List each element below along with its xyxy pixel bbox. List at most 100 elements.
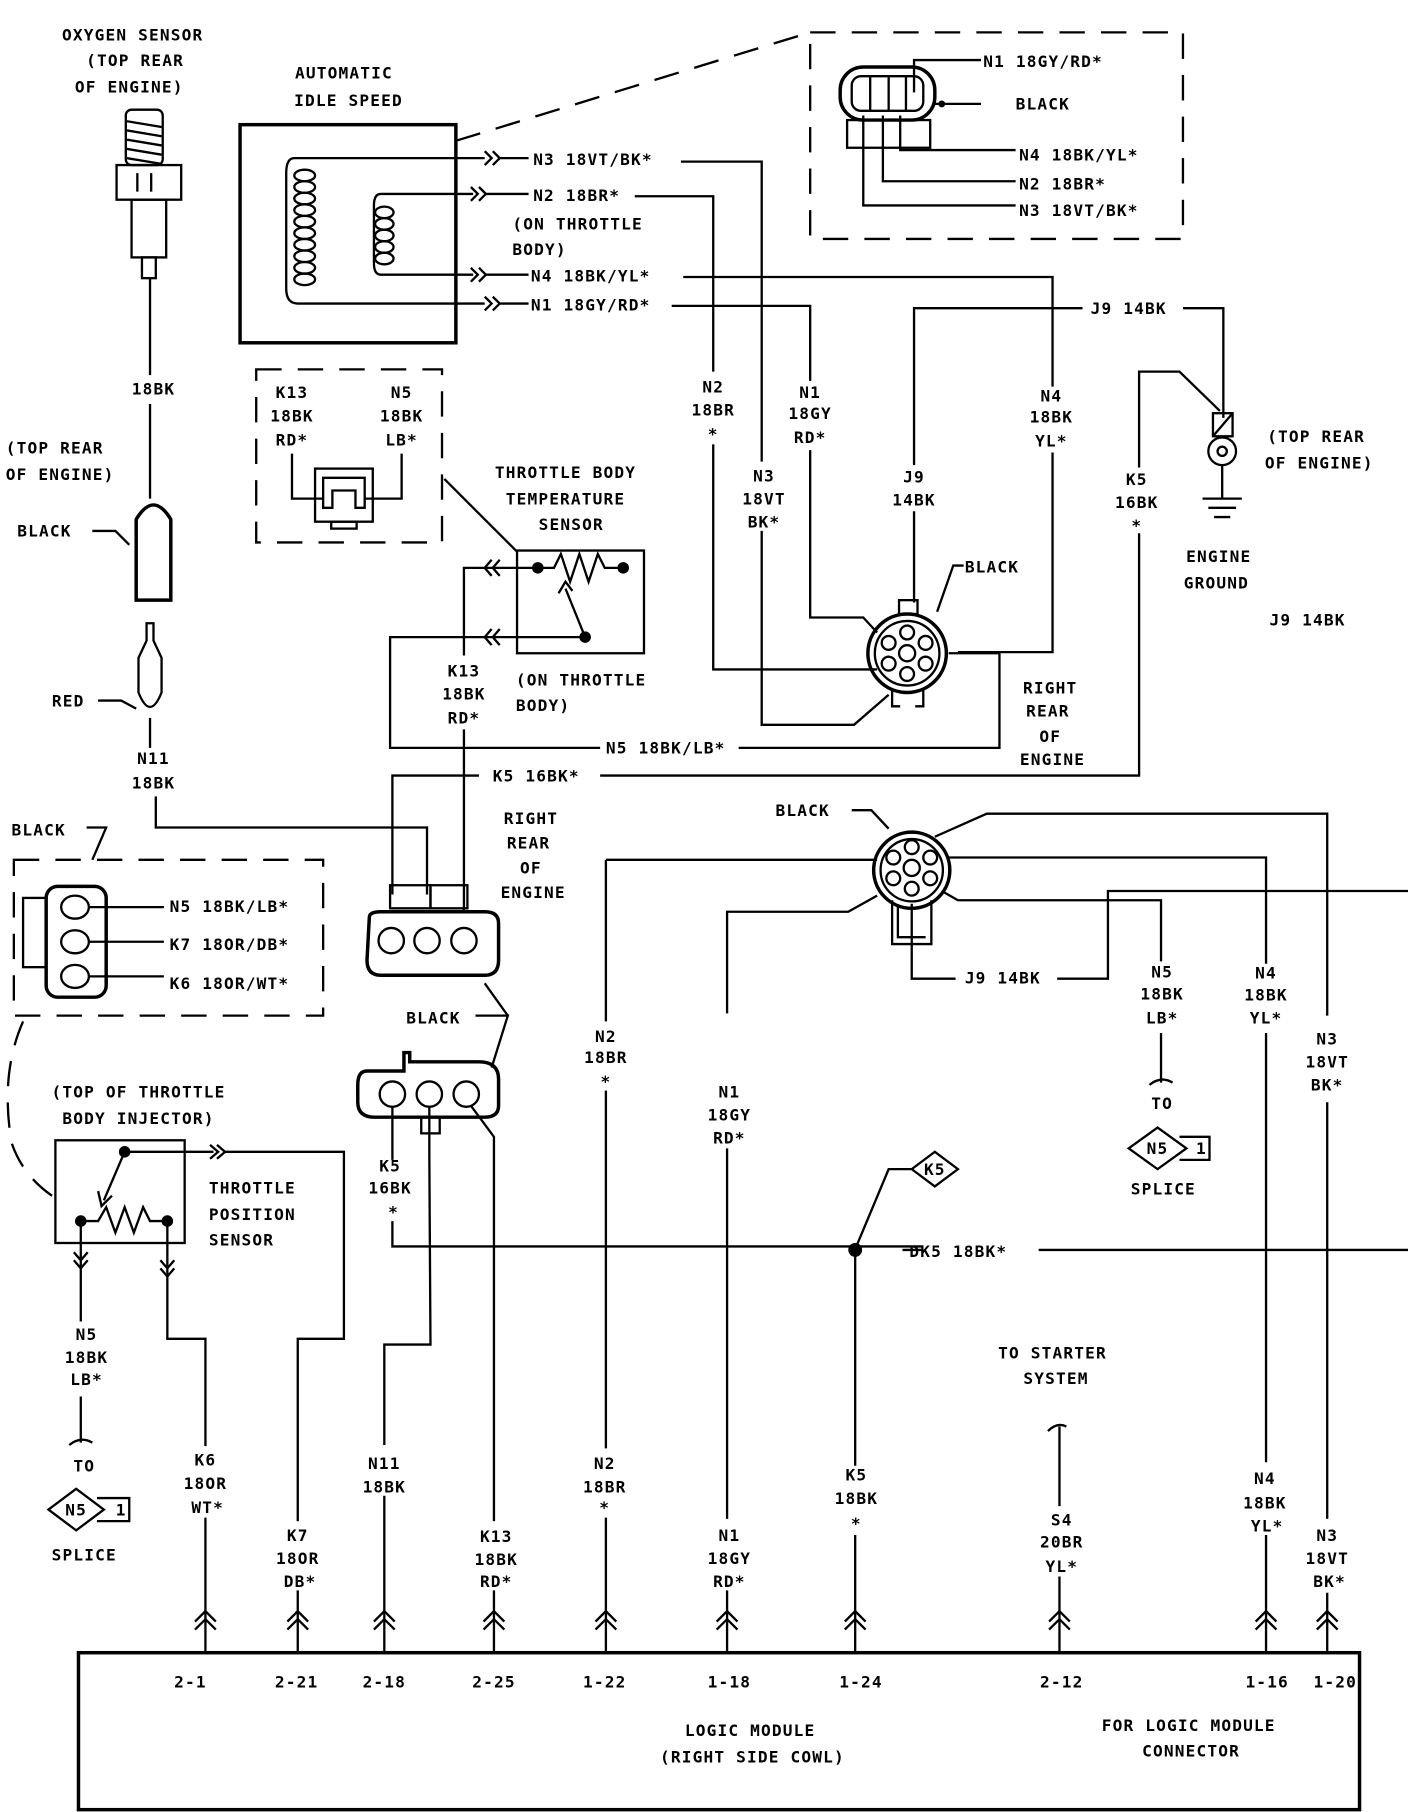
throttle-position-sensor: BLACK N5 18BK/LB* K7 18OR/DB* K6 18OR/WT…	[6, 821, 346, 1653]
wire-label: N1	[719, 1526, 741, 1545]
round-connector-lower: BLACK J9 14BK	[604, 801, 1408, 1653]
location-label: (TOP OF THROTTLE	[52, 1083, 226, 1102]
location-label: BODY INJECTOR)	[62, 1109, 214, 1128]
location-label: (TOP REAR	[6, 439, 104, 458]
wire-label: 18BK	[475, 1550, 519, 1569]
wire-label: N4 18BK/YL*	[531, 267, 651, 286]
wire-label: 16BK	[368, 1178, 412, 1197]
wire-label: N2	[595, 1027, 617, 1046]
wire-label: N4	[1254, 1469, 1276, 1488]
wire-label: 18BR	[691, 401, 735, 420]
module-pin-chevrons	[194, 1609, 1339, 1631]
pin-label: 1-22	[583, 1672, 627, 1691]
location-label: (ON THROTTLE	[512, 215, 642, 234]
location-label: BODY)	[512, 240, 566, 259]
wire-label: S4	[1051, 1511, 1073, 1530]
wire-label: K5	[1126, 470, 1148, 489]
wire-label: YL*	[1251, 1517, 1284, 1536]
wire-label: 18BK	[380, 406, 424, 425]
ground-label: GROUND	[1184, 574, 1249, 593]
ais-title: AUTOMATIC	[295, 64, 393, 83]
starter-label: SYSTEM	[1023, 1369, 1088, 1388]
wire-label: 18BK	[835, 1489, 879, 1508]
wire-label: *	[708, 425, 719, 444]
wire-label: K13	[480, 1527, 513, 1546]
wire-label: 18GY	[708, 1549, 752, 1568]
splice-n5-right: TO N5 1 SPLICE	[1126, 1032, 1211, 1199]
wire-label: 18BR	[583, 1477, 627, 1496]
wire-label: *	[599, 1498, 610, 1517]
sensor-title: SENSOR	[539, 515, 604, 534]
splice-diamond-icon	[46, 1487, 106, 1532]
wire-label: DB*	[284, 1572, 317, 1591]
oxygen-sensor-location: OF ENGINE)	[75, 77, 184, 96]
wire-label: K6 18OR/WT*	[170, 974, 290, 993]
color-label: BLACK	[776, 801, 830, 820]
wire-label: N5	[76, 1325, 98, 1344]
three-pin-connector-pair: RIGHT REAR OF ENGINE BLACK K5 16BK *	[356, 809, 924, 1653]
automatic-idle-speed-motor: AUTOMATIC IDLE SPEED N3 18VT/BK* N2 18BR…	[238, 64, 653, 345]
location-label: OF ENGINE)	[6, 465, 115, 484]
wire-label: 18OR	[184, 1474, 228, 1493]
sensor-title: TEMPERATURE	[506, 489, 626, 508]
connector-chevron-icon	[209, 1144, 346, 1653]
logic-module: 2-1 2-21 2-18 2-25 1-22 1-18 1-24 2-12 1…	[76, 1650, 1362, 1812]
wire-label: RD*	[480, 1572, 513, 1591]
wire-label: N5 18BK/LB*	[170, 897, 290, 916]
color-label: BLACK	[12, 821, 66, 840]
thermistor-icon	[537, 550, 624, 586]
location-label: ENGINE	[1020, 750, 1085, 769]
wire-label: N3 18VT/BK*	[533, 150, 653, 169]
connector-chevron-icon	[483, 295, 529, 312]
wire-label: BK*	[1311, 1076, 1344, 1095]
wire-label: LB*	[385, 431, 418, 450]
round-connector-upper: BLACK RIGHT REAR OF ENGINE	[866, 557, 1085, 769]
splice-label: SPLICE	[52, 1545, 117, 1564]
pin-label: 2-12	[1040, 1672, 1084, 1691]
wire-label: BK*	[1313, 1572, 1346, 1591]
splice-diamond-icon	[1126, 1126, 1189, 1171]
location-label: REAR	[1026, 702, 1070, 721]
wire-label: K5	[845, 1466, 867, 1485]
location-label: BODY)	[516, 696, 570, 715]
sensor-title: THROTTLE	[209, 1178, 296, 1197]
connector-female-icon	[134, 503, 173, 602]
ground-symbol-icon	[1202, 465, 1242, 519]
wire-label: K13	[448, 661, 481, 680]
upper-wires: N2 18BR * N1 18GY RD* N3 18VT BK* J9 14B…	[391, 160, 1346, 895]
wire-label: N5	[1151, 963, 1173, 982]
color-label: BLACK	[965, 557, 1019, 576]
wire-label: 18GY	[788, 404, 832, 423]
wire-label: K5 16BK*	[493, 766, 580, 785]
wire-label: N11	[137, 749, 170, 768]
color-label: RED	[52, 691, 85, 710]
wire-label: LB*	[1146, 1009, 1179, 1028]
coil-icon	[285, 156, 485, 305]
ais-title: IDLE SPEED	[294, 91, 403, 110]
sensor-box	[515, 549, 646, 655]
sensor-title: POSITION	[209, 1205, 296, 1224]
connector-3-pin-icon	[365, 910, 501, 977]
ground-eyelet-icon	[1207, 436, 1238, 467]
wire-label: J9	[903, 467, 925, 486]
location-label: RIGHT	[1023, 679, 1077, 698]
splice-id: N5	[65, 1500, 87, 1519]
wire-label: 20BR	[1040, 1533, 1084, 1552]
pin-label: 2-1	[174, 1672, 207, 1691]
pin-label: 1-16	[1245, 1672, 1289, 1691]
connector-chevron-icon	[483, 150, 529, 166]
wire-label: J9 14BK	[1091, 299, 1167, 318]
connector-chevron-icon	[470, 186, 529, 202]
sensor-box	[54, 1139, 186, 1245]
splice-n5-left: N5 18BK LB* TO N5 1 SPLICE	[46, 1325, 131, 1564]
wire-label: J9 14BK	[1270, 611, 1346, 630]
wire-label: *	[851, 1514, 862, 1533]
wire-label: N11	[368, 1454, 401, 1473]
location-label: OF ENGINE)	[1265, 454, 1374, 473]
wire-label: RD*	[794, 428, 827, 447]
module-location: (RIGHT SIDE COWL)	[660, 1747, 845, 1766]
location-label: (TOP REAR	[1267, 427, 1365, 446]
to-starter-system: TO STARTER SYSTEM	[998, 1343, 1106, 1653]
engine-ground: (TOP REAR OF ENGINE) ENGINE GROUND	[1184, 412, 1374, 593]
wire-label: K7 18OR/DB*	[170, 935, 290, 954]
